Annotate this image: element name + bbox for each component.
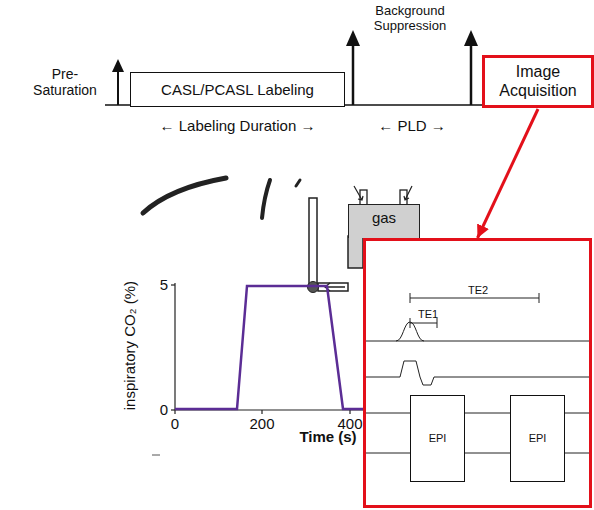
arrow-head — [464, 30, 478, 46]
curve-fragment — [262, 180, 270, 218]
y-axis — [174, 283, 175, 410]
presat-pulse — [117, 70, 119, 105]
rf-line — [366, 341, 589, 342]
echo-time-label: TE2 — [460, 284, 496, 297]
tick — [174, 410, 175, 414]
axis-title: Time (s) — [294, 428, 362, 445]
panel-ground — [363, 238, 592, 508]
gradient-line — [366, 361, 589, 385]
callout-arrow — [478, 109, 539, 238]
process-box: CASL/PCASL Labeling — [130, 72, 345, 107]
sequence-panel: TE2TE1EPI EPI — [363, 238, 592, 508]
curve-fragment — [143, 178, 226, 213]
node-text: CASL/PCASL Labeling — [161, 81, 314, 98]
epi-readout: EPI — [410, 395, 465, 482]
tick-label: 200 — [244, 415, 280, 432]
acquisition-box: Image Acquisition — [482, 55, 594, 108]
pulse-label: Pre-Saturation — [24, 66, 106, 98]
curve-fragment — [296, 180, 300, 186]
bs-pulse — [470, 44, 473, 105]
flow-arrow — [404, 186, 412, 200]
tick-label: 0 — [163, 415, 187, 432]
gas-container — [348, 236, 363, 268]
co2-trace — [175, 286, 363, 409]
gas-tube — [309, 198, 317, 284]
flow-arrow — [354, 186, 363, 200]
arrow-head — [112, 59, 124, 72]
duration-label: ← PLD → — [348, 117, 476, 134]
node-text: EPI — [529, 432, 547, 445]
tick — [349, 410, 350, 414]
bs-pulse — [352, 44, 355, 105]
node-text: Image Acquisition — [489, 63, 587, 100]
duration-label: ← Labeling Duration → — [125, 117, 350, 134]
axis-title: inspiratory CO₂ (%) — [121, 271, 138, 421]
node-text: gas — [372, 209, 396, 226]
node-text: EPI — [429, 432, 447, 445]
gas-container: gas — [348, 204, 420, 238]
tick-label: 5 — [148, 276, 168, 293]
epi-readout: EPI — [510, 395, 565, 482]
tick — [171, 284, 175, 285]
tick-label: 0 — [148, 401, 168, 418]
stray-mark — [152, 455, 160, 456]
echo-time-label: TE1 — [410, 308, 446, 321]
tick — [261, 410, 262, 414]
pulse-label: Background Suppression — [358, 4, 462, 34]
arrow-head — [346, 30, 360, 46]
